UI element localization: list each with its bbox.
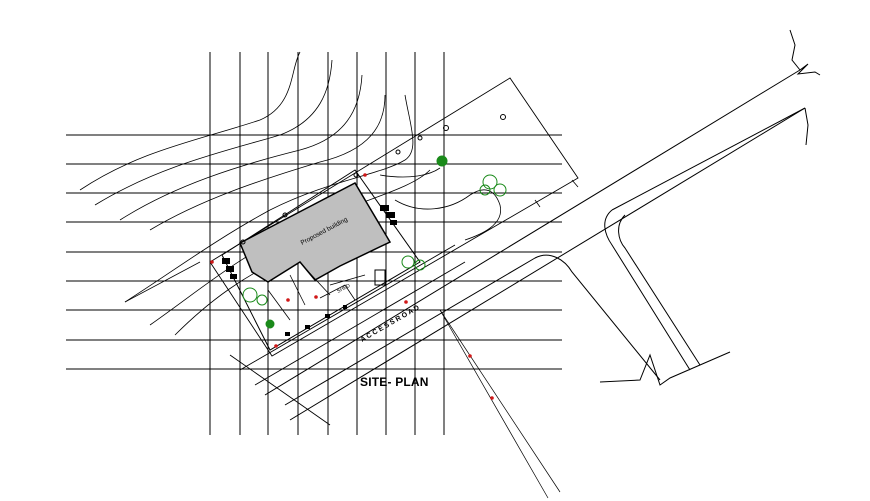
survey-points — [240, 114, 506, 245]
tree-icon — [493, 183, 507, 197]
shrub-clusters — [222, 205, 397, 336]
tree-icon — [401, 255, 415, 269]
plot-boundary — [209, 77, 579, 357]
tree-icon — [256, 294, 268, 306]
tree-icon — [436, 155, 448, 167]
red-markers — [210, 173, 494, 400]
trees — [242, 155, 507, 329]
sight-lines — [439, 309, 561, 499]
site-compound — [221, 169, 421, 351]
tree-icon — [265, 319, 275, 329]
misc-lines — [124, 179, 579, 303]
building-footprint — [239, 182, 392, 283]
tree-icon — [242, 287, 258, 303]
parking-layout — [267, 267, 366, 321]
side-road — [284, 107, 806, 406]
access-road — [229, 244, 466, 426]
site-plan-title: SITE- PLAN — [360, 375, 429, 389]
shed — [374, 269, 386, 286]
main-road — [264, 29, 821, 421]
tree-icon — [414, 259, 426, 271]
contour-lines — [79, 51, 501, 336]
tree-icon — [479, 184, 491, 196]
